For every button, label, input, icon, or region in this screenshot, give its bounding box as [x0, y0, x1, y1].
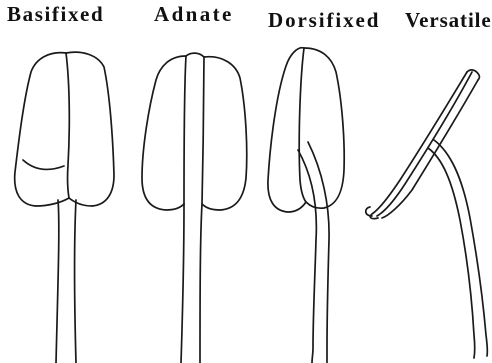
- basifixed-anther-left-lobe: [15, 53, 69, 206]
- versatile-filament-left: [428, 148, 475, 358]
- adnate-connective-top: [186, 53, 204, 57]
- basifixed-filament-left: [56, 200, 59, 363]
- basifixed-anther-crease: [23, 160, 64, 169]
- basifixed-stamen: [15, 52, 114, 363]
- versatile-filament-right: [434, 140, 487, 356]
- versatile-stamen: [366, 70, 488, 358]
- adnate-filament-right: [200, 204, 202, 363]
- basifixed-connective: [66, 53, 69, 198]
- dorsifixed-connective: [299, 48, 306, 202]
- dorsifixed-stamen: [268, 48, 344, 363]
- adnate-stamen: [142, 53, 247, 363]
- adnate-anther-right-lobe: [202, 57, 247, 210]
- adnate-anther-left-lobe: [142, 56, 186, 210]
- dorsifixed-filament-right: [308, 142, 329, 363]
- adnate-filament-left: [181, 204, 184, 363]
- versatile-anther-middle-suture: [377, 72, 472, 216]
- adnate-connective-right: [202, 57, 204, 204]
- basifixed-anther-right-lobe: [66, 52, 114, 206]
- versatile-anther-outer-edge: [370, 72, 467, 219]
- basifixed-filament-right: [75, 200, 77, 363]
- adnate-connective-left: [184, 56, 186, 204]
